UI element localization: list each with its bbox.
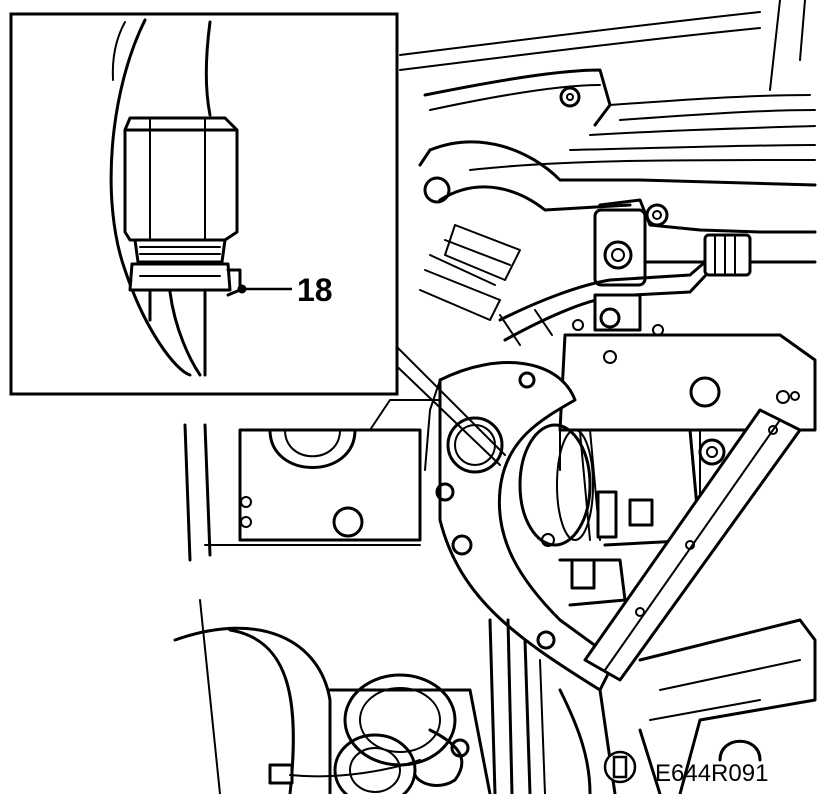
circled-symbol-icon [603,750,637,784]
lower-right-components [638,618,817,794]
sealing-ring [128,262,242,297]
hex-nut [123,116,239,242]
engine-block [558,333,817,521]
alternator [518,423,702,547]
body-panel-lines [399,0,816,171]
callout-dot [237,284,247,294]
figure-code: E644R091 [655,760,768,787]
callout-18: 18 [237,272,333,308]
left-engine-section [183,399,441,562]
detail-inset: 18 [9,12,506,466]
thread-section [133,238,227,264]
fuel-line-assembly [498,198,817,346]
pipe-tube [148,288,207,377]
intake-hose [418,140,817,321]
callout-number: 18 [297,272,333,308]
inset-leader-line [394,344,506,456]
strut-bar [558,408,802,682]
inset-leader-line [384,354,501,466]
lower-left-components [173,599,492,794]
engine-bay-illustration [173,0,817,794]
